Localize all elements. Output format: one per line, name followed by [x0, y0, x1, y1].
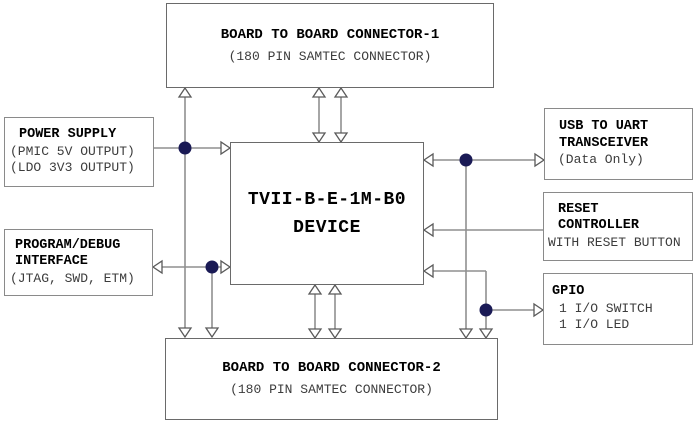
block-title: PROGRAM/DEBUG	[15, 237, 121, 253]
arrowhead-right-icon	[533, 302, 545, 318]
arrowhead-up-icon	[333, 86, 349, 98]
arrowhead-left-icon	[422, 152, 434, 168]
block-detail: (Data Only)	[558, 152, 644, 168]
junction-dot	[479, 303, 493, 317]
block-title: INTERFACE	[15, 254, 88, 270]
block-detail: WITH RESET BUTTON	[548, 234, 681, 250]
junction-dot	[205, 260, 219, 274]
arrowhead-up-icon	[177, 86, 193, 98]
block-detail: (JTAG, SWD, ETM)	[10, 270, 135, 286]
arrowhead-up-icon	[327, 283, 343, 295]
block-title: POWER SUPPLY	[19, 127, 117, 143]
junction-dot	[178, 141, 192, 155]
block-power-supply: POWER SUPPLY (PMIC 5V OUTPUT) (LDO 3V3 O…	[4, 117, 154, 187]
block-reset-controller: RESET CONTROLLER WITH RESET BUTTON	[543, 192, 693, 261]
block-subtitle: (180 PIN SAMTEC CONNECTOR)	[228, 48, 432, 64]
arrowhead-right-icon	[220, 140, 232, 156]
block-detail: (PMIC 5V OUTPUT)	[10, 143, 135, 159]
block-title: RESET	[558, 201, 599, 217]
block-title: CONTROLLER	[558, 218, 640, 234]
block-detail: 1 I/O SWITCH	[559, 300, 653, 316]
block-subtitle: (180 PIN SAMTEC CONNECTOR)	[230, 382, 433, 397]
arrowhead-down-icon	[458, 328, 474, 340]
arrowhead-down-icon	[204, 327, 220, 339]
arrowhead-left-icon	[422, 263, 434, 279]
block-detail: 1 I/O LED	[559, 317, 630, 333]
block-gpio: GPIO 1 I/O SWITCH 1 I/O LED	[543, 273, 693, 345]
arrowhead-down-icon	[478, 328, 494, 340]
block-device: TVII-B-E-1M-B0 DEVICE	[230, 142, 424, 285]
arrowhead-right-icon	[220, 259, 232, 275]
arrowhead-up-icon	[311, 86, 327, 98]
junction-dot	[459, 153, 473, 167]
block-detail: (LDO 3V3 OUTPUT)	[10, 160, 135, 176]
device-label: DEVICE	[293, 217, 361, 238]
arrowhead-left-icon	[422, 222, 434, 238]
arrowhead-down-icon	[177, 327, 193, 339]
block-title: BOARD TO BOARD CONNECTOR-1	[220, 26, 440, 43]
arrowhead-down-icon	[307, 328, 323, 340]
arrowhead-up-icon	[307, 283, 323, 295]
arrowhead-right-icon	[534, 152, 546, 168]
block-usb-to-uart-transceiver: USB TO UART TRANSCEIVER (Data Only)	[544, 108, 693, 180]
block-program-debug-interface: PROGRAM/DEBUG INTERFACE (JTAG, SWD, ETM)	[4, 229, 153, 296]
arrowhead-down-icon	[327, 328, 343, 340]
block-title: USB TO UART	[559, 119, 649, 135]
block-board-to-board-connector-1: BOARD TO BOARD CONNECTOR-1 (180 PIN SAMT…	[166, 3, 494, 88]
arrowheads	[151, 86, 546, 340]
block-title: TRANSCEIVER	[559, 135, 649, 151]
junction-dots	[178, 141, 493, 317]
block-title: GPIO	[552, 284, 585, 300]
arrowhead-down-icon	[311, 132, 327, 144]
block-title: BOARD TO BOARD CONNECTOR-2	[222, 360, 441, 376]
arrowhead-down-icon	[333, 132, 349, 144]
block-board-to-board-connector-2: BOARD TO BOARD CONNECTOR-2 (180 PIN SAMT…	[165, 338, 498, 420]
device-name: TVII-B-E-1M-B0	[247, 189, 407, 210]
arrowhead-left-icon	[151, 259, 163, 275]
